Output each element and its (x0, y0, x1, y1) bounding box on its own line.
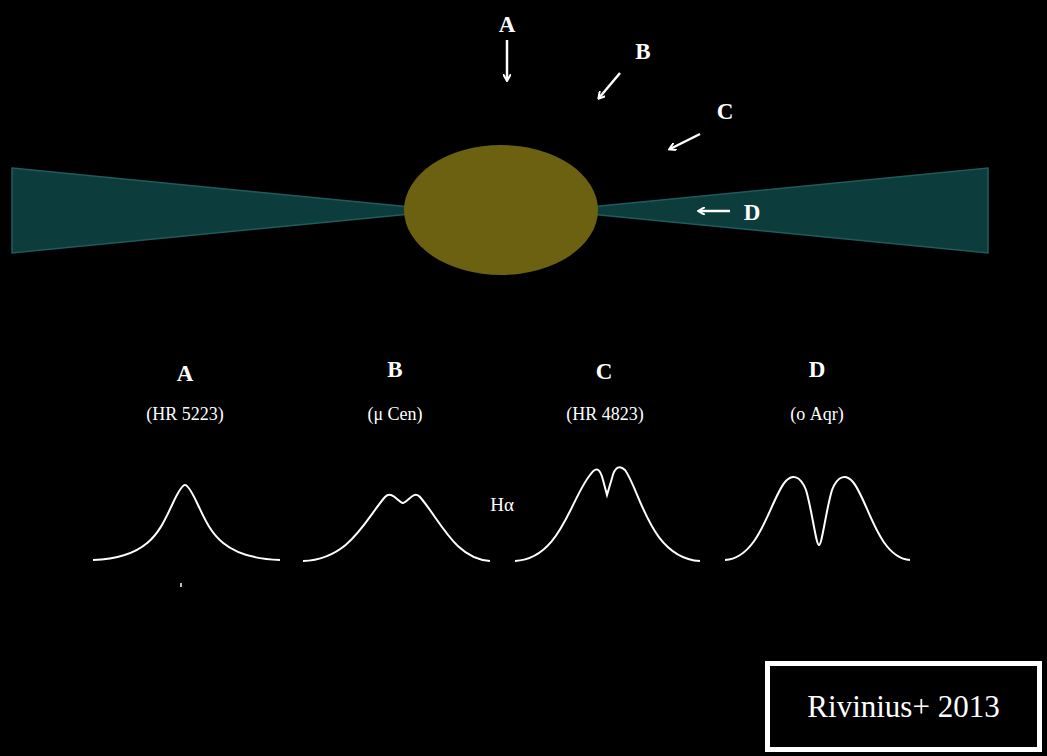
disk-right (590, 168, 988, 253)
arrow-label: B (635, 39, 650, 64)
line-profile (93, 485, 280, 560)
tick-mark (180, 583, 182, 587)
citation-text: Rivinius+ 2013 (807, 689, 999, 725)
profile-label: A (177, 361, 194, 386)
line-name: Hα (490, 495, 514, 516)
star-name: (ο Aqr) (790, 405, 843, 425)
arrow-label: D (744, 200, 761, 225)
disk-left (12, 168, 410, 253)
star-body (404, 145, 598, 275)
citation-box: Rivinius+ 2013 (765, 661, 1042, 752)
line-profile (515, 467, 700, 561)
arrow-label: A (499, 12, 516, 37)
profile-label: B (387, 357, 402, 382)
line-profile (725, 477, 910, 560)
star-name: (HR 4823) (566, 405, 644, 425)
profile-label: D (809, 357, 826, 382)
view-arrow (506, 40, 509, 80)
view-arrow (670, 134, 700, 149)
view-arrow (599, 73, 620, 98)
arrow-label: C (717, 99, 734, 124)
line-profile (303, 495, 490, 561)
view-arrow (699, 210, 730, 213)
profile-label: C (596, 359, 613, 384)
star-name: (HR 5223) (146, 405, 224, 425)
star-name: (μ Cen) (367, 405, 422, 425)
